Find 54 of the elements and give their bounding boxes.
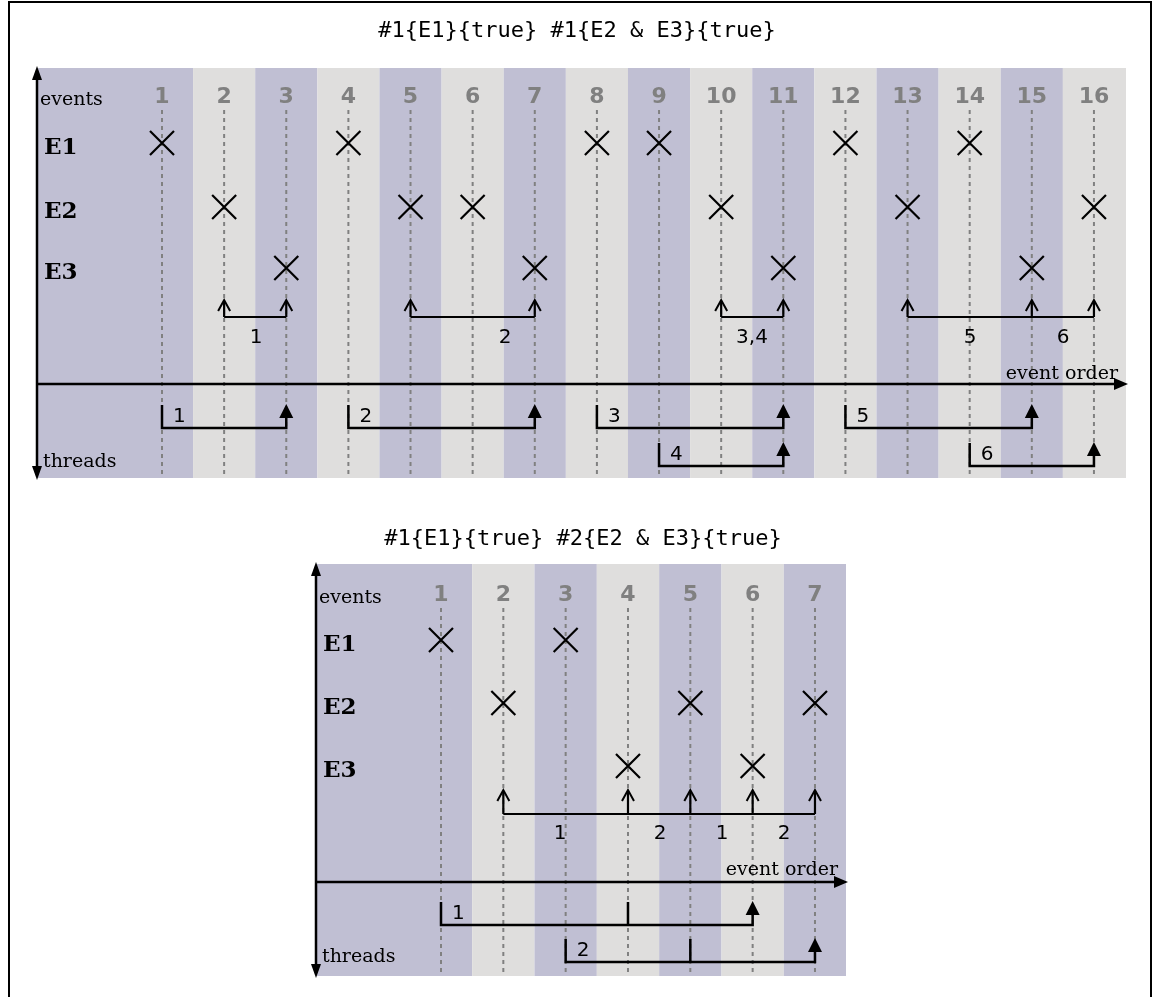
axis-label: threads <box>43 450 117 470</box>
row-label: E3 <box>44 258 78 282</box>
event-number: 3 <box>278 85 294 107</box>
thread-number: 4 <box>670 443 683 463</box>
event-number: 13 <box>892 85 923 107</box>
thread-number: 1 <box>173 405 186 425</box>
group-number: 1 <box>553 822 567 842</box>
row-label: E1 <box>323 630 357 654</box>
panel-heading: #1{E1}{true} #1{E2 & E3}{true} <box>378 19 776 41</box>
row-label: E3 <box>323 756 357 780</box>
group-number: 3,4 <box>736 326 768 346</box>
axis-label: event order <box>1005 362 1118 382</box>
thread-number: 6 <box>980 443 994 463</box>
row-label: E1 <box>44 133 78 157</box>
event-number: 5 <box>402 85 419 107</box>
event-number: 12 <box>830 85 861 107</box>
thread-number: 5 <box>856 405 870 425</box>
group-number: 5 <box>963 326 977 346</box>
event-number: 15 <box>1016 85 1048 107</box>
event-number: 9 <box>651 85 667 107</box>
event-number: 14 <box>954 85 985 107</box>
event-number: 2 <box>216 85 232 107</box>
group-number: 1 <box>249 326 263 346</box>
group-number: 2 <box>653 822 667 842</box>
row-label: E2 <box>323 693 357 717</box>
row-label: E2 <box>44 197 78 221</box>
group-number: 2 <box>498 326 512 346</box>
thread-number: 2 <box>359 405 373 425</box>
axis-label: events <box>40 88 103 108</box>
thread-number: 1 <box>452 902 465 922</box>
group-number: 1 <box>715 822 729 842</box>
event-number: 4 <box>340 85 357 107</box>
event-number: 6 <box>465 85 481 107</box>
event-number: 5 <box>682 583 698 605</box>
axis-label: threads <box>322 945 396 965</box>
event-number: 1 <box>154 85 170 107</box>
event-number: 11 <box>768 85 799 107</box>
axis-label: events <box>319 586 382 606</box>
event-number: 3 <box>558 583 574 605</box>
group-number: 2 <box>777 822 791 842</box>
event-number: 4 <box>620 583 636 605</box>
axis-label: event order <box>725 858 838 878</box>
event-number: 7 <box>807 583 823 605</box>
thread-number: 2 <box>576 939 590 959</box>
event-number: 1 <box>433 583 449 605</box>
event-number: 2 <box>495 583 511 605</box>
panel-heading: #1{E1}{true} #2{E2 & E3}{true} <box>384 527 782 549</box>
event-number: 16 <box>1078 85 1110 107</box>
group-number: 6 <box>1056 326 1070 346</box>
event-number: 8 <box>589 85 605 107</box>
event-number: 7 <box>527 85 543 107</box>
thread-number: 3 <box>607 405 621 425</box>
event-number: 6 <box>745 583 761 605</box>
event-number: 10 <box>705 85 737 107</box>
